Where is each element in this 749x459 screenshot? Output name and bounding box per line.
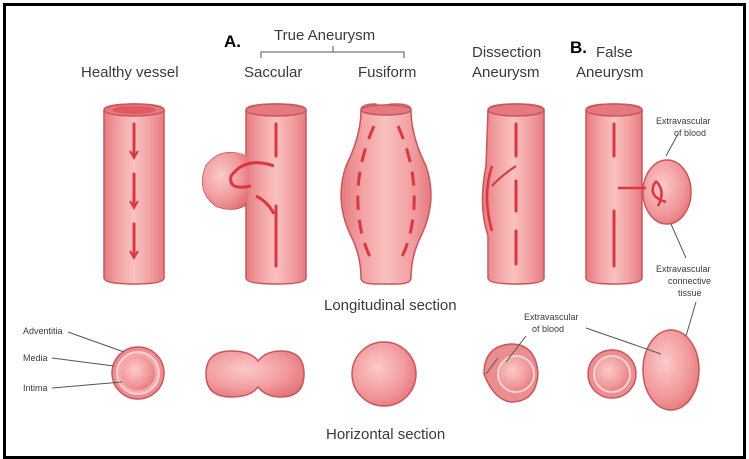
extravascular-blood-b-label-1: Extravascular: [524, 312, 579, 322]
cross-section-healthy: [112, 347, 164, 399]
healthy-vessel-label: Healthy vessel: [81, 64, 179, 81]
connective-tissue-leader: [671, 224, 686, 258]
dissection-vessel: [482, 104, 544, 284]
saccular-vessel: [203, 104, 306, 284]
longitudinal-section-label: Longitudinal section: [324, 297, 457, 314]
aneurysm-diagram: A. True Aneurysm Healthy vessel Saccular…: [6, 6, 743, 456]
dissection-label-line1: Dissection: [472, 44, 541, 61]
fusiform-vessel: [341, 104, 431, 284]
connective-label-3: tissue: [678, 288, 702, 298]
connective-label-1: Extravascular: [656, 264, 711, 274]
extravascular-blood-b-label-2: of blood: [532, 324, 564, 334]
cross-section-saccular: [206, 351, 304, 397]
connective-label-2: connective: [668, 276, 711, 286]
false-blood-leader: [586, 328, 661, 354]
extravascular-blood-label-2: of blood: [674, 128, 706, 138]
marker-a: A.: [224, 32, 241, 51]
cross-section-fusiform: [352, 342, 416, 406]
false-aneurysm-label-line1: False: [596, 44, 633, 61]
healthy-vessel: [104, 104, 164, 284]
horizontal-section-label: Horizontal section: [326, 426, 445, 443]
fusiform-label: Fusiform: [358, 64, 416, 81]
adventitia-label: Adventitia: [23, 326, 63, 336]
diagram-frame: A. True Aneurysm Healthy vessel Saccular…: [3, 3, 746, 459]
dissection-label-line2: Aneurysm: [472, 64, 540, 81]
media-label: Media: [23, 353, 48, 363]
cross-section-dissection: [484, 344, 538, 402]
true-aneurysm-label: True Aneurysm: [274, 27, 375, 44]
saccular-label: Saccular: [244, 64, 302, 81]
false-tissue-leader: [686, 302, 696, 336]
cross-section-false: [586, 302, 699, 410]
true-aneurysm-bracket: [261, 46, 404, 58]
false-aneurysm-label-line2: Aneurysm: [576, 64, 644, 81]
intima-label: Intima: [23, 383, 48, 393]
marker-b: B.: [570, 38, 587, 57]
extravascular-blood-label-1: Extravascular: [656, 116, 711, 126]
